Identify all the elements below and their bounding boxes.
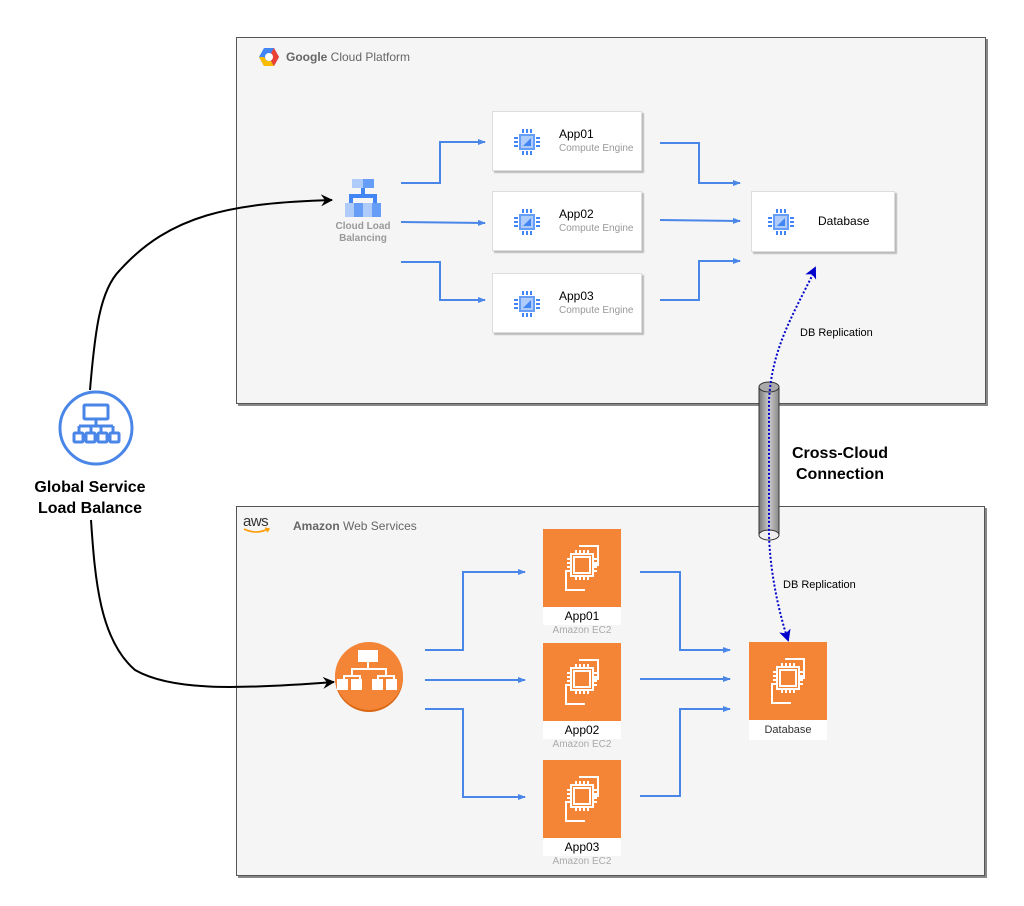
aws-database-tile[interactable]: Database <box>749 642 827 740</box>
aws-title-rest: Web Services <box>339 519 417 533</box>
gcp-app01-type: Compute Engine <box>559 143 634 154</box>
cloud-load-balancing-icon[interactable] <box>343 177 383 219</box>
gcp-app01-card[interactable]: App01 Compute Engine <box>492 111 642 171</box>
global-lb-label: Global Service Load Balance <box>20 477 160 519</box>
gcp-app02-name: App02 <box>559 207 594 221</box>
aws-app02-type: Amazon EC2 <box>552 739 612 750</box>
aws-title-bold: Amazon <box>293 519 340 533</box>
aws-title: Amazon Web Services <box>293 519 417 533</box>
global-lb-label-line1: Global Service <box>34 479 146 496</box>
cloud-lb-label-line2: Balancing <box>339 233 387 244</box>
gcp-app02-type: Compute Engine <box>559 223 634 234</box>
aws-app02-tile[interactable]: App02 Amazon EC2 <box>543 643 621 751</box>
global-lb-label-line2: Load Balance <box>37 500 143 517</box>
aws-app01-type: Amazon EC2 <box>552 625 612 636</box>
gcp-app01-name: App01 <box>559 127 594 141</box>
cross-cloud-label-line1: Cross-Cloud <box>792 445 888 462</box>
global-load-balancer-icon[interactable] <box>57 390 137 470</box>
aws-elb-icon[interactable] <box>334 642 406 714</box>
gcp-app03-card[interactable]: App03 Compute Engine <box>492 273 642 333</box>
gcp-app02-card[interactable]: App02 Compute Engine <box>492 191 642 251</box>
gcp-title: Google Cloud Platform <box>286 50 410 64</box>
gcp-app03-name: App03 <box>559 289 594 303</box>
ec2-icon <box>543 529 621 607</box>
aws-app03-name: App03 <box>543 838 621 856</box>
ec2-icon <box>749 642 827 720</box>
cloud-lb-label-line1: Cloud Load <box>335 221 391 232</box>
aws-app02-name: App02 <box>543 721 621 739</box>
ec2-icon <box>543 760 621 838</box>
gcp-database-card[interactable]: Database <box>751 191 895 252</box>
aws-app03-type: Amazon EC2 <box>552 856 612 867</box>
google-cloud-logo-icon <box>259 48 279 66</box>
aws-app03-tile[interactable]: App03 Amazon EC2 <box>543 760 621 868</box>
aws-app01-name: App01 <box>543 607 621 625</box>
cross-cloud-label: Cross-Cloud Connection <box>780 443 900 485</box>
gcp-app03-type: Compute Engine <box>559 305 634 316</box>
compute-engine-icon <box>514 209 540 235</box>
compute-engine-icon <box>514 291 540 317</box>
cloud-load-balancing-label: Cloud Load Balancing <box>330 221 396 245</box>
gcp-database-name: Database <box>818 214 870 228</box>
gcp-db-replication-label: DB Replication <box>800 327 873 339</box>
aws-db-replication-label: DB Replication <box>783 579 856 591</box>
cross-cloud-label-line2: Connection <box>796 466 884 483</box>
compute-engine-icon <box>768 209 794 235</box>
gcp-title-bold: Google <box>286 50 328 64</box>
ec2-icon <box>543 643 621 721</box>
aws-logo-icon: aws <box>243 513 279 535</box>
aws-database-name: Database <box>749 720 827 740</box>
gcp-title-rest: Cloud Platform <box>327 50 411 64</box>
aws-app01-tile[interactable]: App01 Amazon EC2 <box>543 529 621 637</box>
compute-engine-icon <box>514 129 540 155</box>
